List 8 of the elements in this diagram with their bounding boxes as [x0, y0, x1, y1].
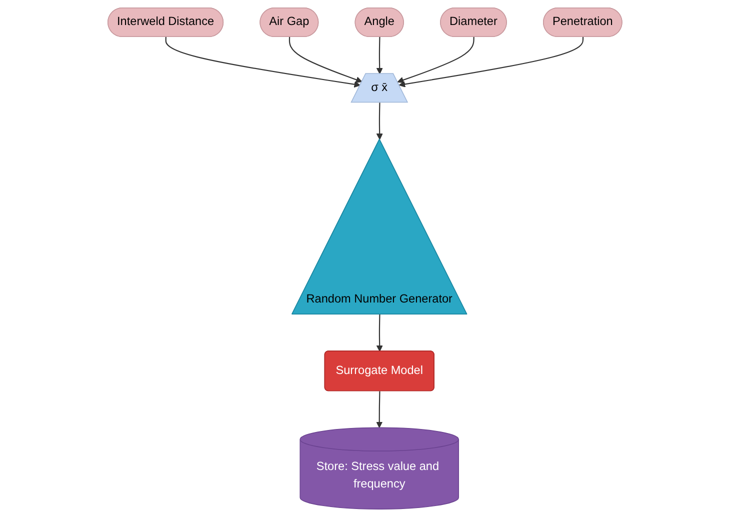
arrow [376, 314, 383, 352]
arrow [376, 37, 383, 74]
arrow [165, 37, 361, 88]
arrow [376, 391, 383, 428]
arrow [376, 102, 383, 140]
arrow [288, 37, 362, 83]
arrow [398, 37, 584, 88]
arrow [397, 37, 474, 84]
